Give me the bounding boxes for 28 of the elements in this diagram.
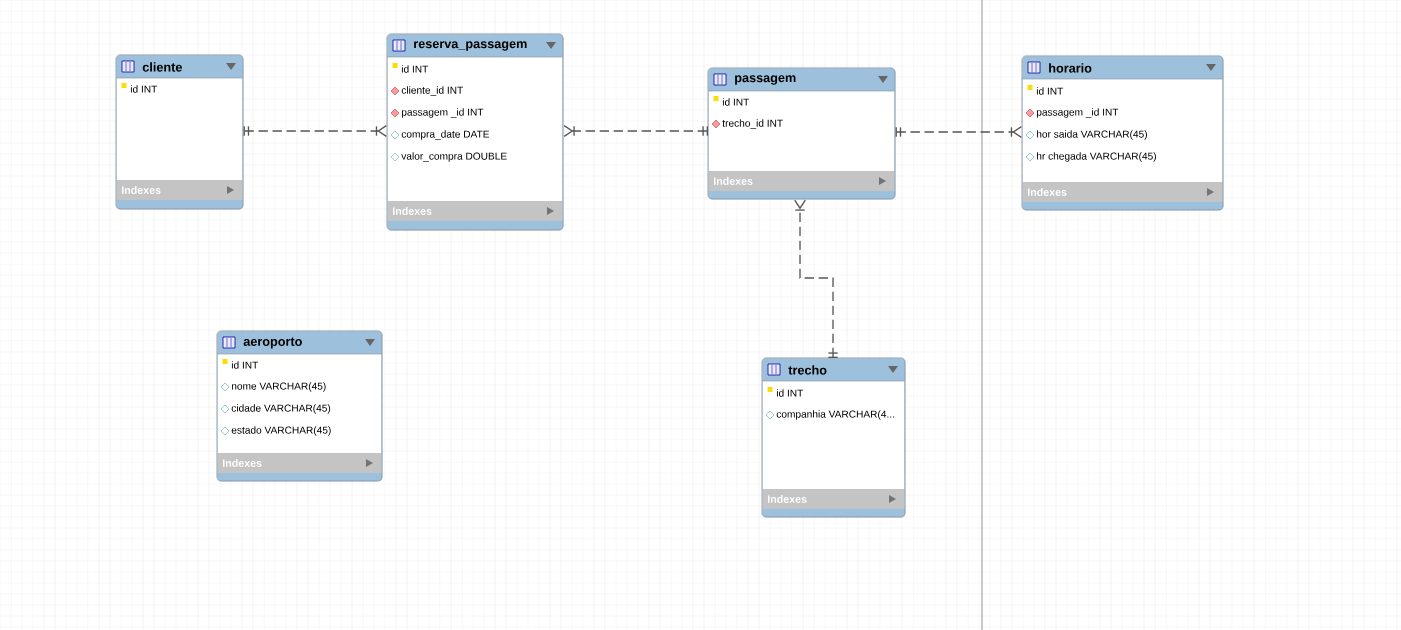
table-title: passagem	[735, 75, 796, 85]
column-name: compra_date DATE	[401, 130, 490, 140]
column-name: trecho_id INT	[722, 119, 783, 129]
table-title: horario	[1049, 63, 1092, 73]
relationship-line	[563, 125, 708, 137]
column-name: passagem _id INT	[1036, 108, 1119, 118]
relationship-line	[794, 199, 839, 358]
relationship-line	[243, 125, 387, 137]
column-name: id INT	[1036, 87, 1064, 95]
column-name: cidade VARCHAR(45)	[231, 404, 331, 414]
table-title: reserva_passagem	[414, 41, 527, 51]
column-name: valor_compra DOUBLE	[401, 152, 507, 162]
column-name: id INT	[401, 65, 429, 73]
table-title: trecho	[788, 365, 827, 375]
table-title: cliente	[142, 62, 182, 72]
table-title: aeroporto	[243, 337, 302, 349]
column-name: passagem _id INT	[401, 108, 484, 118]
relationship-line	[895, 126, 1022, 138]
column-name: id INT	[722, 98, 750, 106]
column-name: cliente_id INT	[401, 86, 463, 96]
column-name: id INT	[130, 85, 158, 93]
column-name: companhia VARCHAR(4...	[776, 410, 894, 420]
column-name: estado VARCHAR(45)	[231, 426, 331, 436]
column-name: id INT	[776, 389, 804, 397]
column-name: nome VARCHAR(45)	[231, 382, 326, 392]
column-name: hor saida VARCHAR(45)	[1037, 130, 1147, 140]
column-name: hr chegada VARCHAR(45)	[1037, 152, 1156, 162]
column-name: id INT	[231, 361, 259, 369]
